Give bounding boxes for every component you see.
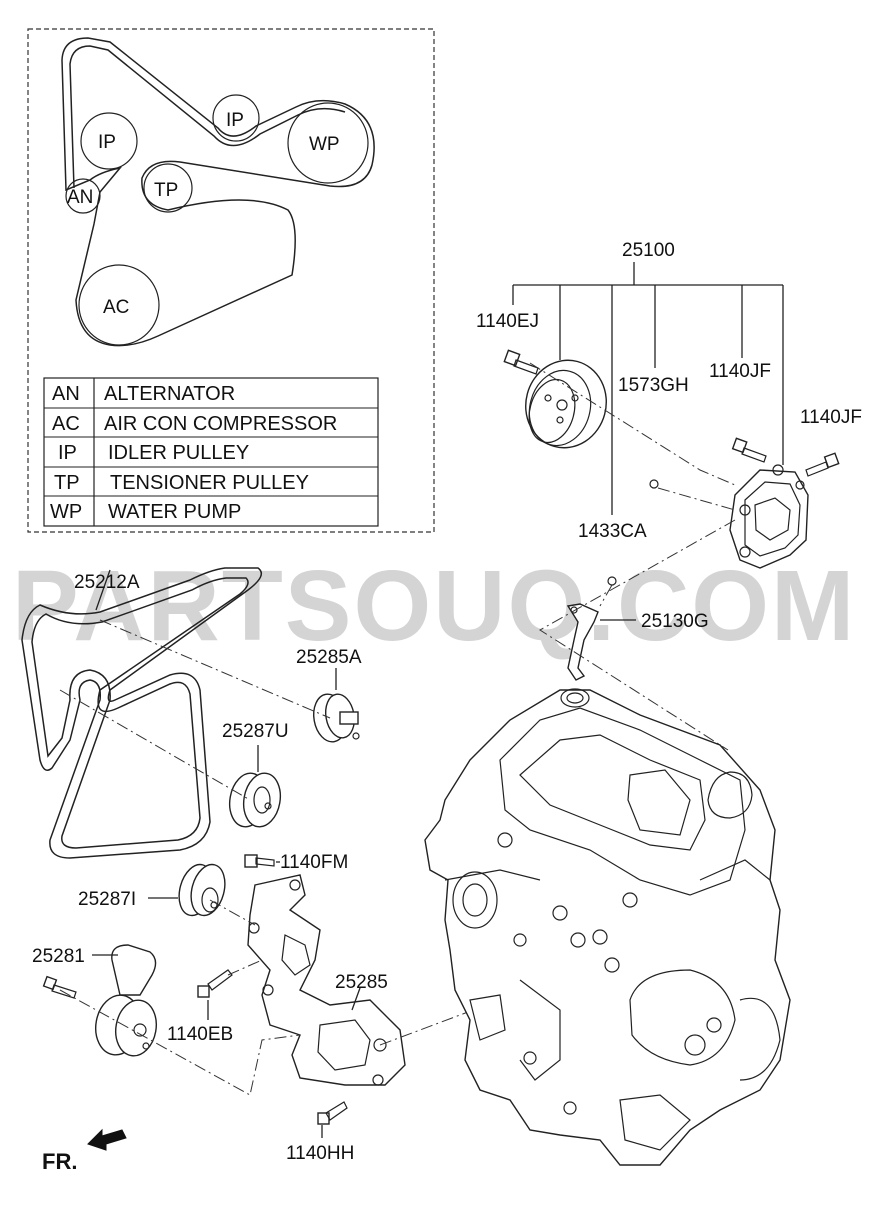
- front-direction-label: FR.: [42, 1149, 77, 1174]
- bolt-1140hh: [317, 1101, 348, 1138]
- idler-pulley-left: [80, 112, 138, 170]
- part-label-25285a: 25285A: [296, 647, 362, 668]
- idler-pulley-top: [212, 94, 260, 142]
- watermark: PARTSOUQ.COM: [12, 550, 856, 662]
- part-label-1573gh: 1573GH: [618, 375, 689, 396]
- bolt-1140jf-b: [805, 452, 840, 477]
- tp-label: TP: [154, 180, 178, 201]
- water-pump-body: [729, 464, 809, 569]
- part-label-25130g: 25130G: [641, 611, 709, 632]
- an-label: AN: [67, 187, 93, 208]
- tensioner-25281: [92, 944, 157, 1057]
- ip-left-label: IP: [98, 132, 116, 153]
- idler-pulley-25285a: [313, 668, 360, 743]
- legend-name: IDLER PULLEY: [108, 442, 249, 464]
- legend-name: AIR CON COMPRESSOR: [104, 413, 337, 435]
- part-label-1140jf-a: 1140JF: [709, 361, 771, 382]
- bolt-1140fm: [244, 854, 280, 868]
- bolt-1140ej: [503, 349, 539, 375]
- part-label-25100: 25100: [622, 240, 675, 261]
- pipe-25130g: [566, 603, 636, 681]
- water-pump-assembly: [503, 262, 840, 751]
- water-pump-pulley-part: [525, 359, 607, 449]
- bolt-1140eb: [197, 969, 233, 1020]
- gasket-1573gh: [649, 479, 659, 489]
- legend-code: AC: [52, 413, 80, 435]
- legend-name: TENSIONER PULLEY: [110, 472, 309, 494]
- belt-routing-inset: AN IP IP WP TP AC AN ALTERNATOR AC AIR C…: [27, 28, 435, 533]
- part-label-1140jf-b: 1140JF: [800, 407, 862, 428]
- bolt-1140jf-a: [731, 437, 767, 463]
- engine-block: [424, 688, 791, 1166]
- legend-code: AN: [52, 383, 80, 405]
- idler-pulley-25287i: [148, 863, 226, 917]
- bolt-tensioner: [42, 975, 77, 999]
- wp-label: WP: [309, 134, 340, 155]
- part-label-25287u: 25287U: [222, 721, 289, 742]
- drive-belt-25212a: [21, 567, 263, 859]
- inset-belt: [61, 37, 375, 347]
- part-label-25212a: 25212A: [74, 572, 140, 593]
- bracket-25285: [247, 874, 406, 1086]
- idler-pulley-25287u: [228, 745, 282, 828]
- ac-label: AC: [103, 297, 129, 318]
- part-label-25285: 25285: [335, 972, 388, 993]
- front-direction-arrow-icon: [87, 1128, 127, 1151]
- legend-name: ALTERNATOR: [104, 383, 235, 405]
- ip-top-label: IP: [226, 110, 244, 131]
- legend-code: WP: [50, 501, 82, 523]
- part-label-25287i: 25287I: [78, 889, 136, 910]
- legend-code: TP: [54, 472, 80, 494]
- part-label-1140fm: 1140FM: [280, 852, 348, 873]
- water-pump-pulley: [287, 102, 369, 184]
- part-label-25281: 25281: [32, 946, 85, 967]
- legend-name: WATER PUMP: [108, 501, 241, 523]
- legend-table: AN ALTERNATOR AC AIR CON COMPRESSOR IP I…: [43, 377, 379, 527]
- tensioner-pulley: [143, 163, 193, 213]
- part-label-1140hh: 1140HH: [286, 1143, 354, 1164]
- part-label-1140ej: 1140EJ: [476, 311, 539, 332]
- part-label-1433ca: 1433CA: [578, 521, 647, 542]
- legend-code: IP: [58, 442, 77, 464]
- part-label-1140eb: 1140EB: [167, 1024, 233, 1045]
